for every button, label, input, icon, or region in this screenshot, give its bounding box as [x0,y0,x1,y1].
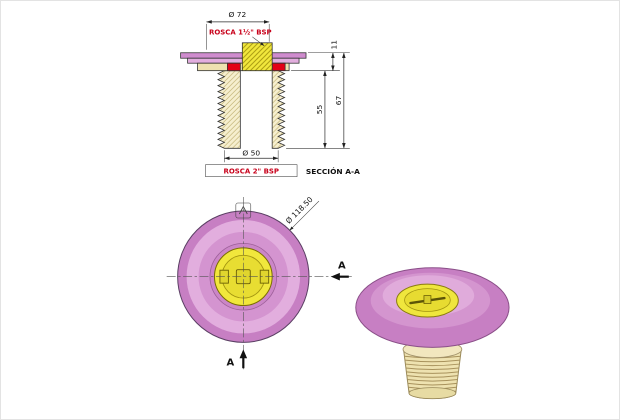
thread-line [407,378,458,382]
eyeball-center-tab [423,295,432,304]
dim-thread-length: 55 [315,104,324,114]
gasket-left [226,62,241,72]
thread-top-label: ROSCA 1½" BSP [209,28,272,36]
thread-line [407,382,457,386]
section-title: SECCIÓN A-A [306,167,360,176]
thread-bottom-label: ROSCA 2" BSP [224,168,279,176]
section-letter-bottom: A [227,357,235,368]
iso-view [355,267,510,400]
gasket-right [271,62,286,72]
inner-nut-section [241,42,273,72]
section-view: Ø 72 ROSCA 1½" BSP 11 55 67 Ø 50 ROSCA 2… [180,10,360,177]
thread-line [405,367,460,371]
dim-total-height: 67 [334,96,343,106]
section-letter-right: A [338,261,346,272]
left-thread-wall [216,70,241,149]
front-view: Ø 118.50 A A [166,195,352,370]
thread-line [405,363,460,367]
neck-bottom-cap [408,387,457,399]
thread-label-box [205,164,298,177]
manufacturer-mark-glyph [238,205,248,215]
dim-top-diameter: Ø 72 [228,10,246,19]
dim-flange-thickness: 11 [329,40,338,50]
right-thread-wall [271,70,286,149]
thread-line [404,359,461,363]
thread-line [406,371,459,374]
section-dimension-lines [205,20,350,177]
manufacturer-mark [235,202,252,219]
section-arrow-bottom [239,349,248,359]
thread-line [406,375,458,378]
section-arrow-right [330,272,340,281]
diameter-dim-line [289,200,320,231]
dim-bottom-diameter: Ø 50 [242,148,260,157]
